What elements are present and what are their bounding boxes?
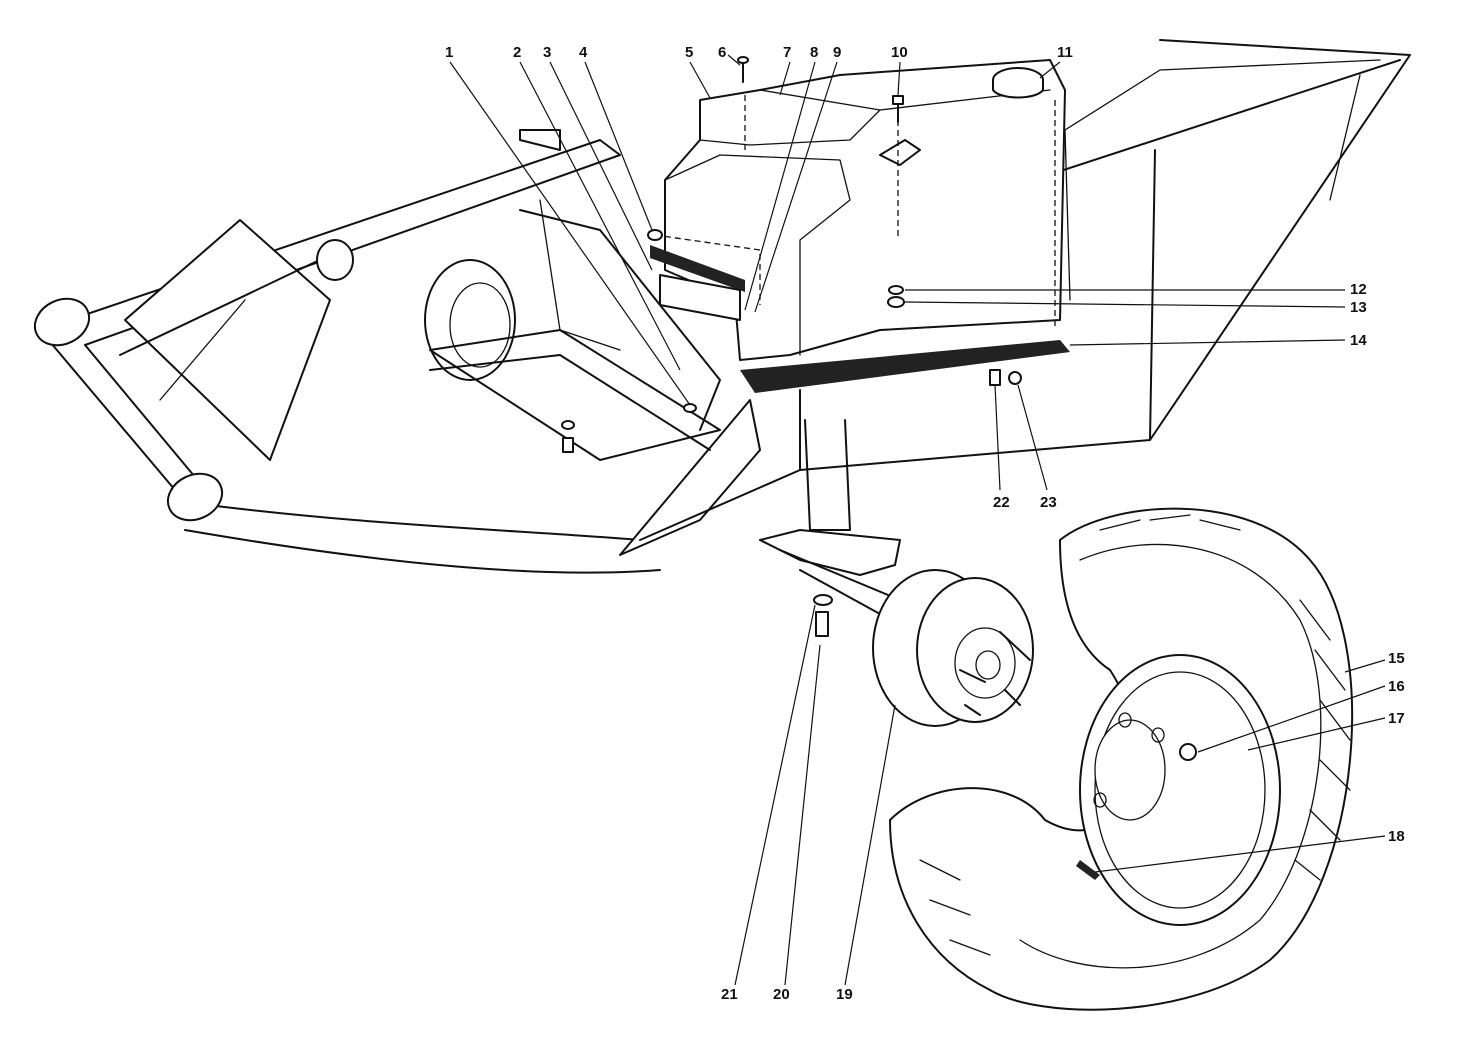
callout-19: 19 <box>836 986 853 1003</box>
rear-tyre <box>889 507 1354 1011</box>
rear-axle-drum <box>759 529 1034 727</box>
callout-10: 10 <box>891 44 908 61</box>
callout-4: 4 <box>579 44 588 61</box>
leader-lines <box>449 54 1386 986</box>
callout-18: 18 <box>1388 828 1405 845</box>
callout-15: 15 <box>1388 650 1405 667</box>
callout-17: 17 <box>1388 710 1405 727</box>
callout-6: 6 <box>718 44 726 61</box>
callout-7: 7 <box>783 44 791 61</box>
callout-2: 2 <box>513 44 521 61</box>
callout-21: 21 <box>721 986 738 1003</box>
foam-pads <box>650 245 1070 393</box>
callout-11: 11 <box>1057 44 1073 61</box>
callout-22: 22 <box>993 494 1010 511</box>
callout-12: 12 <box>1350 281 1367 298</box>
chassis-frame <box>33 39 1411 574</box>
callout-5: 5 <box>685 44 693 61</box>
callout-3: 3 <box>543 44 551 61</box>
callout-9: 9 <box>833 44 841 61</box>
callout-13: 13 <box>1350 299 1367 316</box>
callout-labels: 1 2 3 4 5 6 7 8 9 10 11 12 13 14 15 16 1… <box>445 44 1405 1003</box>
callout-23: 23 <box>1040 494 1057 511</box>
callout-8: 8 <box>810 44 818 61</box>
callout-14: 14 <box>1350 332 1367 349</box>
front-brake-drum <box>424 259 721 461</box>
hardware <box>561 56 1022 453</box>
fuel-tank <box>654 59 1066 361</box>
callout-1: 1 <box>445 44 453 61</box>
callout-20: 20 <box>773 986 790 1003</box>
callout-16: 16 <box>1388 678 1405 695</box>
